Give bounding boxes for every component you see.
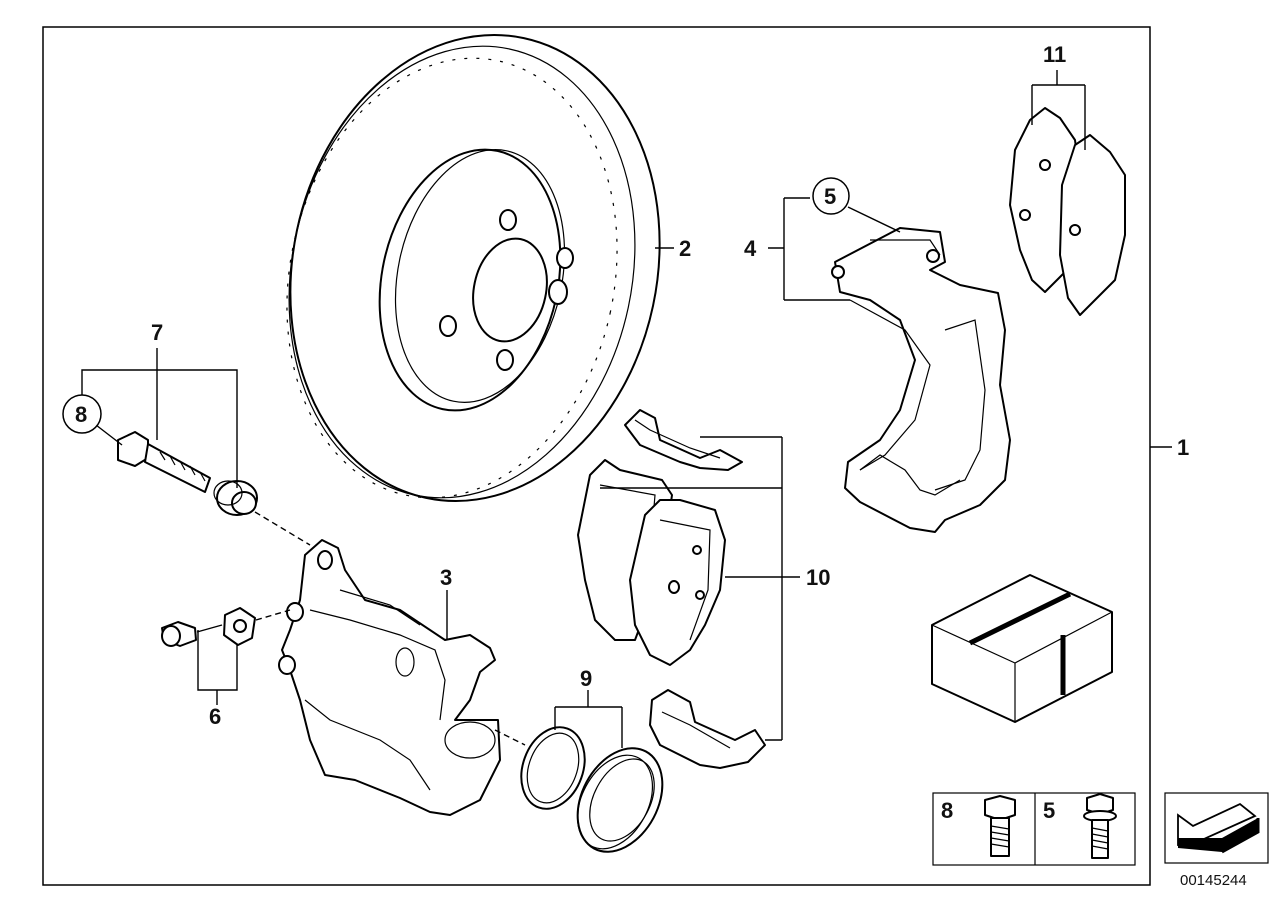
flange-bolt-icon <box>1083 793 1117 859</box>
callout-11: 11 <box>1043 42 1066 67</box>
callout-6: 6 <box>209 704 221 729</box>
callout-3: 3 <box>440 565 452 590</box>
callout-8-circle <box>62 394 102 434</box>
caliper-carrier <box>831 227 1011 533</box>
bleeder-valve <box>161 607 256 647</box>
legend-label-5: 5 <box>1043 798 1055 823</box>
callout-4: 4 <box>744 236 757 261</box>
legend-label-8: 8 <box>941 798 953 823</box>
diagram-frame <box>42 26 1151 886</box>
callout-8: 8 <box>75 402 87 427</box>
callout-10: 10 <box>806 565 830 590</box>
image-code: 00145244 <box>1180 872 1247 889</box>
direction-arrow-icon <box>1177 802 1260 854</box>
brake-pads-pair <box>1009 107 1126 316</box>
anti-rattle-clip-lower <box>649 689 766 769</box>
bolt-legend: 8 5 <box>932 792 1136 866</box>
guide-bolt <box>117 431 211 493</box>
orientation-arrow-box <box>1164 792 1269 864</box>
brake-disc <box>286 34 661 502</box>
callout-1: 1 <box>1177 435 1189 460</box>
dust-boot-seal <box>576 747 664 853</box>
callout-2: 2 <box>679 236 691 261</box>
piston-seal-ring <box>520 726 586 810</box>
brake-caliper <box>278 539 501 816</box>
callout-5-circle <box>812 177 850 215</box>
callout-7: 7 <box>151 320 163 345</box>
anti-rattle-clip-upper <box>624 409 743 471</box>
hex-bolt-icon <box>984 795 1016 857</box>
brake-pad-inner <box>629 499 726 666</box>
callout-9: 9 <box>580 666 592 691</box>
callout-5: 5 <box>824 184 836 209</box>
repair-kit-box <box>931 574 1113 723</box>
callout-labels: 1 2 3 4 5 6 7 8 9 10 11 <box>62 42 1189 729</box>
guide-sleeve <box>213 480 258 516</box>
leader-lines <box>81 70 1172 748</box>
